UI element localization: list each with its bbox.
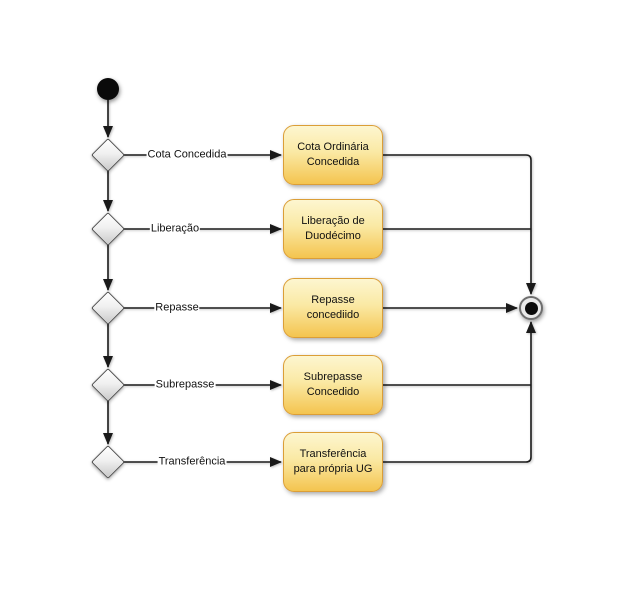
guard-label-repasse: Repasse bbox=[154, 301, 200, 315]
edge-activity-5-to-final bbox=[383, 321, 536, 463]
edge-activity-1-to-final bbox=[383, 154, 536, 295]
guard-label-liberacao: Liberação bbox=[149, 222, 201, 236]
start-node bbox=[97, 78, 119, 100]
guard-label-subrepasse: Subrepasse bbox=[154, 378, 216, 392]
activity-node-liberacao-de-duodecimo: Liberação de Duodécimo bbox=[283, 199, 383, 259]
activity-node-subrepasse-concedido: Subrepasse Concedido bbox=[283, 355, 383, 415]
guard-label-cota-concedida: Cota Concedida bbox=[146, 148, 228, 162]
final-node bbox=[519, 296, 543, 320]
activity-node-cota-ordinaria-concedida: Cota Ordinária Concedida bbox=[283, 125, 383, 185]
activity-node-transferencia-propria-ug: Transferência para própria UG bbox=[283, 432, 383, 492]
guard-label-transferencia: Transferência bbox=[157, 455, 227, 469]
activity-node-repasse-concedido: Repasse concediido bbox=[283, 278, 383, 338]
final-node-dot bbox=[524, 301, 538, 315]
